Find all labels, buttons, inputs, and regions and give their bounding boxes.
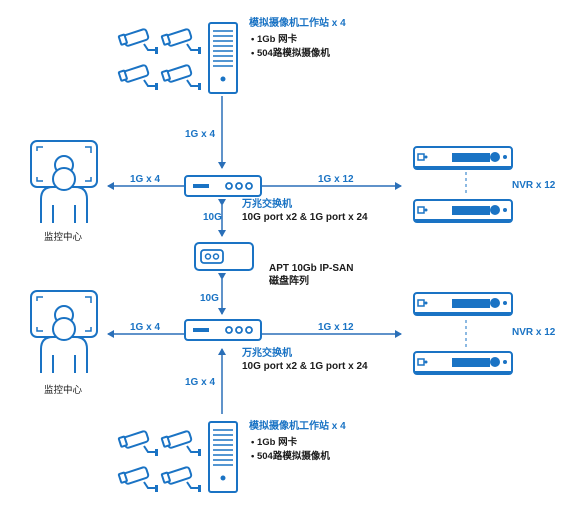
monitor-bottom-label: 监控中心 — [44, 385, 83, 396]
san-name: APT 10Gb IP-SAN — [269, 263, 354, 274]
san-sub: 磁盘阵列 — [269, 276, 309, 287]
monitor-center-bottom-icon — [30, 290, 98, 374]
camera-icon — [160, 27, 202, 55]
nvr-icon — [413, 146, 513, 170]
switch-bottom-ports: 10G port x2 & 1G port x 24 — [242, 361, 368, 372]
switch-bottom-icon — [184, 319, 262, 341]
camera-icon — [160, 465, 202, 493]
workstation-top-title: 模拟摄像机工作站 x 4 — [249, 18, 346, 29]
workstation-bottom-bullet: 1Gb 网卡 — [251, 438, 297, 448]
workstation-top-bullet: 1Gb 网卡 — [251, 35, 297, 45]
switch-top-icon — [184, 175, 262, 197]
switch-top-ports: 10G port x2 & 1G port x 24 — [242, 212, 368, 223]
switch-top-name: 万兆交换机 — [242, 199, 292, 210]
workstation-bottom-title: 模拟摄像机工作站 x 4 — [249, 421, 346, 432]
camera-icon — [160, 429, 202, 457]
monitor-center-top-icon — [30, 140, 98, 224]
nvr-bottom-label: NVR x 12 — [512, 327, 556, 338]
nvr-top-label: NVR x 12 — [512, 180, 556, 191]
link-label: 1G x 4 — [185, 377, 216, 388]
workstation-top-bullet: 504路模拟摄像机 — [251, 49, 330, 59]
camera-icon — [117, 429, 159, 457]
link-label: 1G x 12 — [318, 174, 354, 185]
camera-icon — [117, 27, 159, 55]
workstation-bottom-bullet: 504路模拟摄像机 — [251, 452, 330, 462]
camera-icon — [160, 63, 202, 91]
camera-icon — [117, 63, 159, 91]
workstation-tower-icon — [208, 421, 238, 493]
link-label: 1G x 4 — [130, 174, 161, 185]
link-label: 1G x 4 — [185, 129, 216, 140]
link-label: 1G x 4 — [130, 322, 161, 333]
nvr-icon — [413, 292, 513, 316]
workstation-tower-icon — [208, 22, 238, 94]
camera-icon — [117, 465, 159, 493]
link-label: 1G x 12 — [318, 322, 354, 333]
switch-bottom-name: 万兆交换机 — [242, 348, 292, 359]
link-label: 10G — [203, 212, 222, 223]
monitor-top-label: 监控中心 — [44, 232, 83, 243]
san-storage-icon — [194, 242, 254, 271]
link-label: 10G — [200, 293, 219, 304]
nvr-icon — [413, 351, 513, 375]
nvr-icon — [413, 199, 513, 223]
